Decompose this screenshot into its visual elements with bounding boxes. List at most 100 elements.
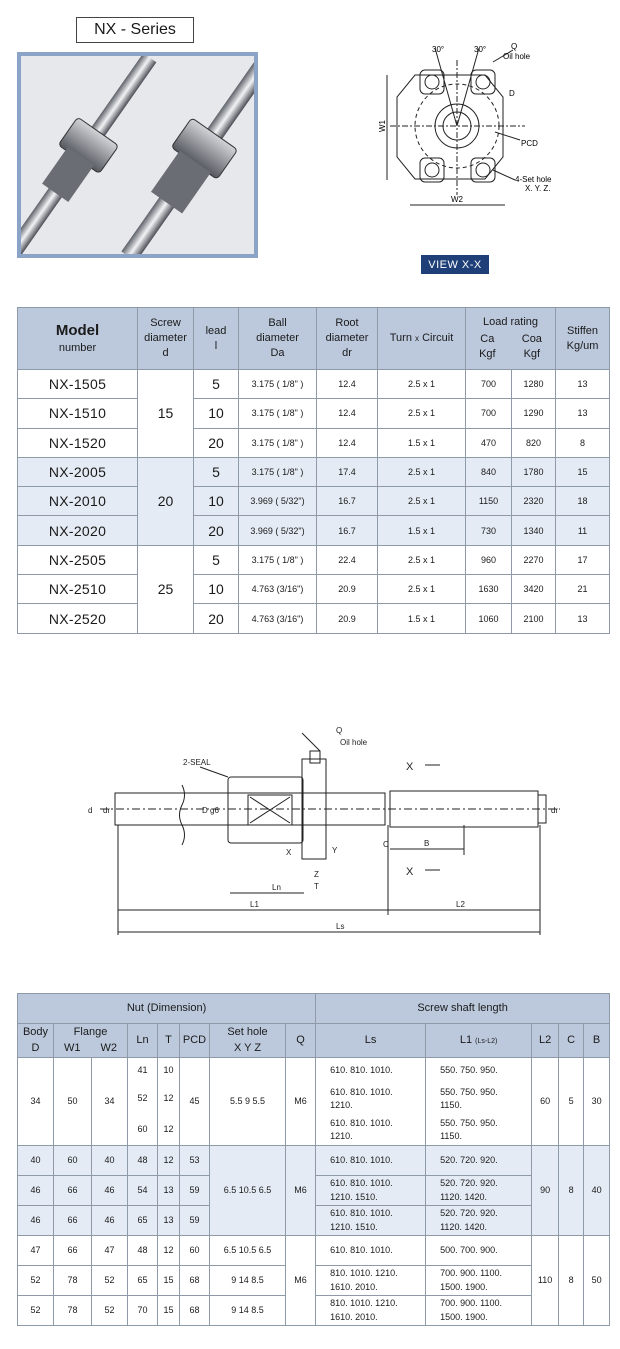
l1-cell: 550. 750. 950.1150. [425,1083,533,1115]
ball-cell: 3.969 ( 5/32") [238,515,317,546]
ln-cell: 41 [127,1057,158,1084]
root-cell: 17.4 [316,456,378,488]
set-hole-cell: 5.5 9 5.5 [209,1057,286,1146]
c-cell: 8 [558,1235,585,1326]
w1-cell: 50 [53,1057,92,1146]
lead-cell: 5 [193,544,239,576]
w2-cell: 47 [91,1235,128,1266]
root-cell: 12.4 [316,398,378,429]
root-cell: 20.9 [316,603,378,634]
set-hole-cell: 9 14 8.5 [209,1265,286,1296]
ls-cell: 810. 1010. 1210.1610. 2010. [315,1265,427,1296]
x-top-label: X [406,761,414,773]
view-xx-drawing: 30° 30° Q Oil hole D W1 PCD 4-Set hole X… [378,42,552,206]
c-cell: 5 [558,1057,585,1146]
l2-cell: 60 [531,1057,560,1146]
stiff-cell: 11 [555,515,611,546]
model-cell: NX-1505 [17,368,138,400]
coa-cell: 1780 [510,456,557,488]
stiff-cell: 13 [555,368,611,400]
ln-cell: 48 [127,1145,158,1176]
product-photo-frame [17,52,258,258]
table-row: NX-2520 20 4.763 (3/16") 20.9 1.5 x 1 10… [17,603,611,634]
l1-cell: 520. 720. 920.1120. 1420. [425,1205,533,1236]
stiff-cell: 15 [555,456,611,488]
ca-cell: 1630 [465,574,512,605]
lead-cell: 10 [193,486,239,517]
root-cell: 20.9 [316,574,378,605]
coa-cell: 2320 [510,486,557,517]
model-cell: NX-2520 [17,603,138,634]
w2-cell: 34 [91,1057,128,1146]
pcd-cell: 60 [179,1235,210,1266]
coa-cell: 1340 [510,515,557,546]
l1-label: L1 [250,900,259,909]
dr-left-label: dr [103,806,110,815]
w1-cell: 66 [53,1175,92,1206]
l2-label: L2 [456,900,465,909]
ln-cell: 70 [127,1295,158,1326]
series-title: NX - Series [76,17,194,43]
body-d-cell: 40 [17,1145,54,1176]
pcd-label: PCD [521,139,538,148]
header-pcd: PCD [179,1023,210,1058]
c-label: C [383,840,389,849]
turn-cell: 1.5 x 1 [377,427,466,458]
ls-cell: 810. 1010. 1210.1610. 2010. [315,1295,427,1326]
ln-label: Ln [272,883,281,892]
table-row: NX-1520 20 3.175 ( 1/8" ) 12.4 1.5 x 1 4… [17,427,611,458]
lead-cell: 10 [193,398,239,429]
stiff-cell: 13 [555,398,611,429]
b-label: B [424,839,429,848]
pcd-cell: 59 [179,1175,210,1206]
w2-cell: 46 [91,1205,128,1236]
product-photo [21,56,254,254]
ca-cell: 1060 [465,603,512,634]
coa-cell: 2100 [510,603,557,634]
t-cell: 12 [157,1145,180,1176]
y-label: Y [332,846,338,855]
table-row: 47 66 47 48 12 60 6.5 10.5 6.5 M6 610. 8… [17,1235,611,1326]
ca-cell: 960 [465,544,512,576]
root-cell: 22.4 [316,544,378,576]
ball-cell: 3.969 ( 5/32") [238,486,317,517]
coa-cell: 3420 [510,574,557,605]
turn-cell: 2.5 x 1 [377,544,466,576]
ball-cell: 3.175 ( 1/8" ) [238,398,317,429]
body-d-cell: 52 [17,1295,54,1326]
t-cell: 10 [157,1057,180,1084]
lead-cell: 20 [193,427,239,458]
angle-left-label: 30° [432,45,444,54]
b-cell: 30 [583,1057,611,1146]
table-row: 52 78 52 65 15 68 9 14 8.5 810. 1010. 12… [17,1265,610,1296]
oil-hole-label: Oil hole [340,738,368,747]
stiff-cell: 13 [555,603,611,634]
turn-cell: 2.5 x 1 [377,456,466,488]
pcd-cell: 45 [179,1057,210,1146]
model-cell: NX-2020 [17,515,138,546]
header-ln: Ln [127,1023,158,1058]
w1-cell: 78 [53,1295,92,1326]
model-cell: NX-2510 [17,574,138,605]
model-cell: NX-2005 [17,456,138,488]
table-row: 46 66 46 65 13 59 610. 810. 1010.1210. 1… [17,1205,610,1236]
root-cell: 12.4 [316,427,378,458]
set-hole-cell: 9 14 8.5 [209,1295,286,1326]
view-label: VIEW X-X [421,255,489,274]
turn-cell: 2.5 x 1 [377,574,466,605]
w1-cell: 60 [53,1145,92,1176]
ln-cell: 54 [127,1175,158,1206]
stiff-cell: 17 [555,544,611,576]
q-cell: M6 [284,1057,317,1146]
coa-cell: 1280 [510,368,557,400]
ca-cell: 1150 [465,486,512,517]
header-l2: L2 [531,1023,560,1058]
pcd-cell: 59 [179,1205,210,1236]
